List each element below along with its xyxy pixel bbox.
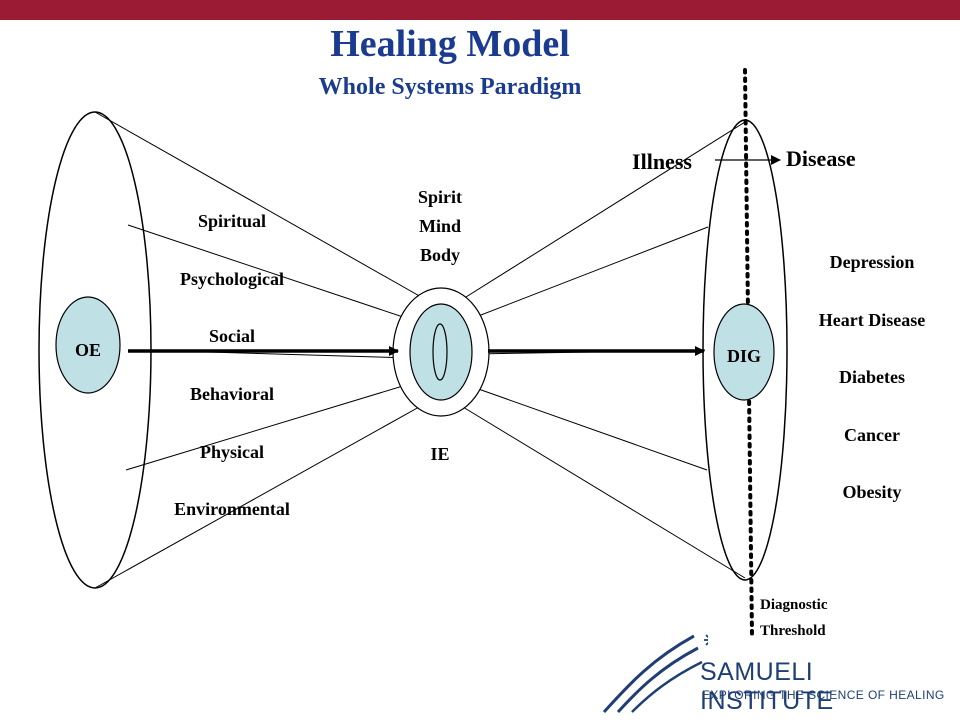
factor-label: Environmental — [174, 499, 290, 519]
level-label: Body — [420, 245, 460, 265]
disease-label: Disease — [786, 146, 856, 171]
page-title: Healing Model — [330, 23, 570, 65]
swoosh-star-logo-icon — [602, 634, 708, 714]
samueli-logo: SAMUELI INSTITUTE EXPLORING THE SCIENCE … — [598, 628, 950, 715]
dig-node — [713, 303, 775, 401]
level-label: Spirit — [418, 187, 462, 207]
diagnostic-threshold-label: Diagnostic Threshold — [760, 597, 828, 639]
factor-label: Behavioral — [190, 384, 274, 404]
condition-label: Cancer — [844, 425, 900, 445]
factor-labels: Spiritual Psychological Social Behaviora… — [174, 211, 290, 519]
oe-label: OE — [75, 340, 101, 360]
center-levels: Spirit Mind Body — [418, 187, 462, 265]
dig-label: DIG — [727, 346, 761, 366]
logo-name: SAMUELI INSTITUTE — [700, 658, 834, 715]
logo-tagline: EXPLORING THE SCIENCE OF HEALING — [702, 688, 945, 702]
condition-label: Heart Disease — [819, 310, 925, 330]
center-inner-ellipse — [432, 323, 448, 381]
level-label: Mind — [419, 216, 461, 236]
factor-label: Psychological — [180, 269, 284, 289]
factor-label: Spiritual — [198, 211, 266, 231]
condition-label: Depression — [830, 252, 915, 272]
condition-label: Obesity — [842, 482, 901, 502]
threshold-label-line: Threshold — [760, 623, 826, 639]
condition-label: Diabetes — [839, 367, 905, 387]
factor-label: Physical — [200, 442, 264, 462]
top-bar — [0, 0, 960, 20]
page-subtitle: Whole Systems Paradigm — [318, 74, 582, 100]
threshold-label-line: Diagnostic — [760, 597, 828, 613]
ie-label: IE — [430, 444, 449, 464]
oe-node — [55, 296, 121, 394]
factor-label: Social — [209, 326, 255, 346]
condition-labels: Depression Heart Disease Diabetes Cancer… — [819, 252, 925, 502]
illness-label: Illness — [632, 149, 692, 174]
